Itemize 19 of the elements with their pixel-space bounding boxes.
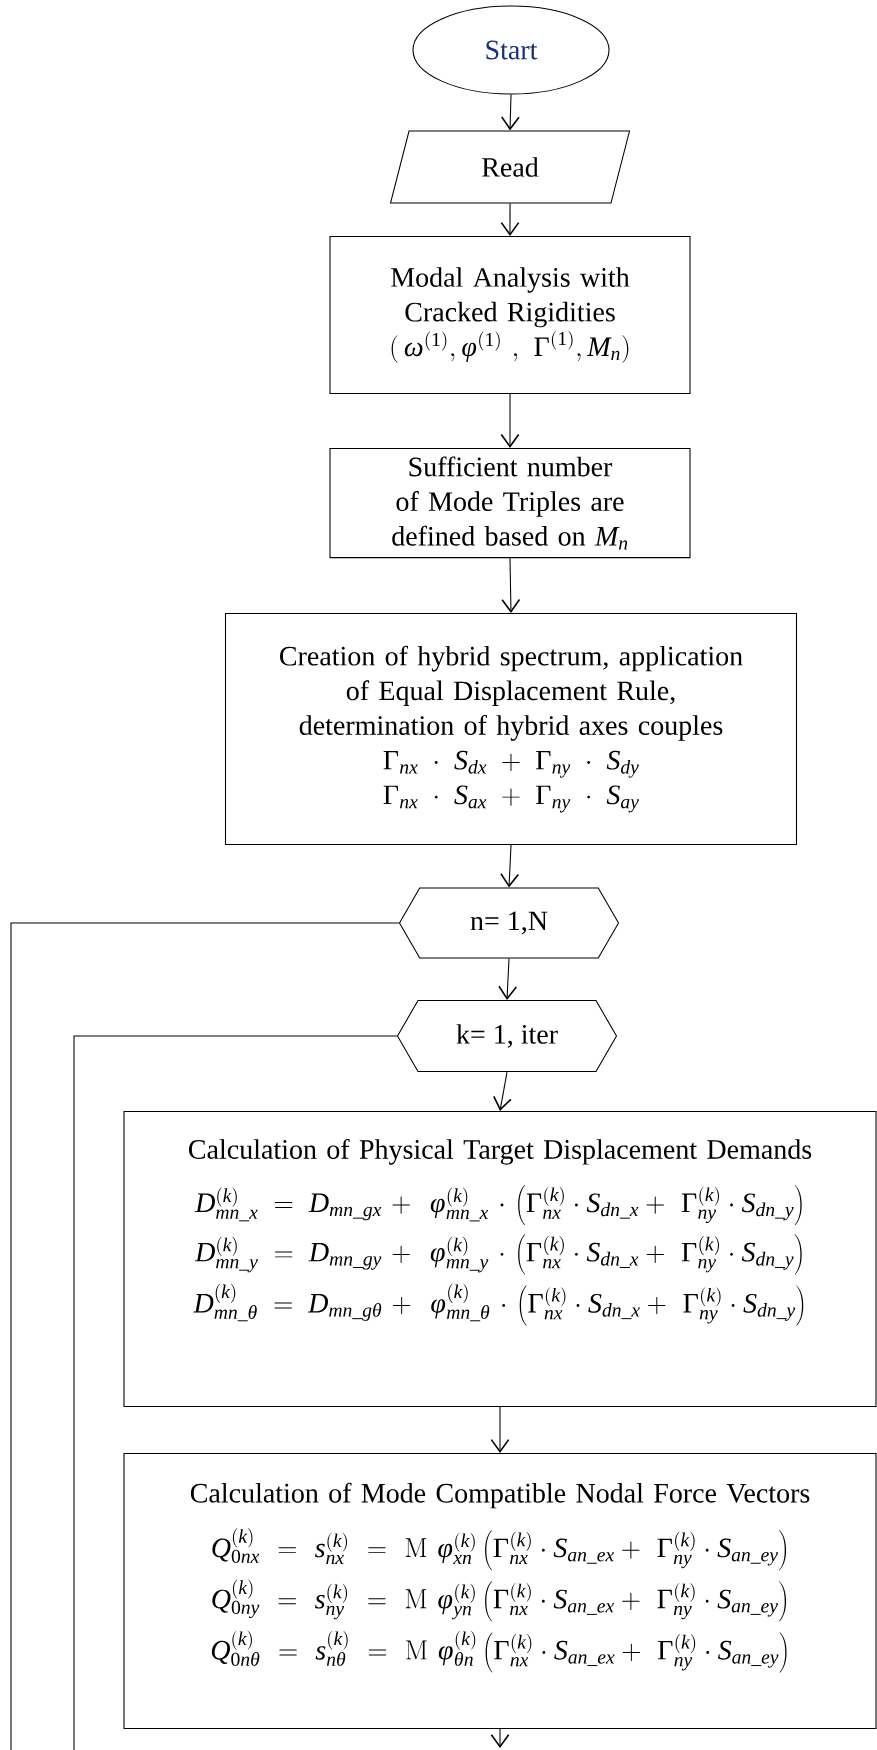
process-box: Sufficient number of Mode Triples are defined based on $M_n$: [329, 447, 691, 559]
process-box: Creation of hybrid spectrum, application of Equal Displacement Rule, determination of hybrid axes couples $\Gamma_{nx}\cdot S_{dx}+\Gamma_{ny}\cdot S_{dy}$ $\Gamma_{nx}\cdot S_{ax}+\Gamma_{ny}\cdot S_{ay}$: [224, 612, 798, 846]
arrow: [490, 1406, 510, 1453]
arrow: [501, 557, 521, 613]
process-box: Calculation of Mode Compatible Nodal Force Vectors $Q^{(k)}_{0nx}=s^{(k)}_{nx}=\mathrm{M}\ \phi^{(k)}_{xn}\left(\Gamma^{(k)}_{nx}\cdot S_{an\_ex}+\ \Gamma^{(k)}_{ny}\cdot S_{an\_ey}\right)$ $Q^{(k)}_{0ny}=s^{(k)}_{ny}=\mathrm{M}\ \phi^{(k)}_{yn}\left(\Gamma^{(k)}_{nx}\cdot S_{an\_ex}+\ \Gamma^{(k)}_{ny}\cdot S_{an\_ey}\right)$ $Q^{(k)}_{0n\theta}=s^{(k)}_{n\theta}=\mathrm{M}\ \phi^{(k)}_{\theta n}\left(\Gamma^{(k)}_{nx}\cdot S_{an\_ex}+\ \Gamma^{(k)}_{ny}\cdot S_{an\_ey}\right)$: [123, 1452, 877, 1730]
arrow: [500, 203, 520, 236]
arrow: [493, 1071, 512, 1111]
loop-hexagon: k= 1, iter: [396, 1000, 618, 1073]
loop-line: [10, 922, 400, 1750]
loop-line: [73, 1035, 398, 1750]
process-box: Modal Analysis with Cracked Rigidities $(\,\omega^{(1)},\phi^{(1)}\ ,\ \Gamma^{(1)},M_n)$: [329, 236, 691, 395]
arrow: [500, 393, 520, 448]
arrow: [500, 844, 520, 888]
arrow: [498, 958, 518, 1000]
loop-hexagon: n= 1,N: [398, 887, 620, 959]
input-parallelogram: Read: [389, 130, 631, 204]
process-box: Calculation of Physical Target Displacement Demands $D^{(k)}_{mn\_x}=D_{mn\_gx}+\ \phi^{(k)}_{mn\_x}\cdot\left(\Gamma^{(k)}_{nx}\cdot S_{dn\_x}+\ \Gamma^{(k)}_{ny}\cdot S_{dn\_y}\right)$ $D^{(k)}_{mn\_y}=D_{mn\_gy}+\ \phi^{(k)}_{mn\_y}\cdot\left(\Gamma^{(k)}_{nx}\cdot S_{dn\_x}+\ \Gamma^{(k)}_{ny}\cdot S_{dn\_y}\right)$ $D^{(k)}_{mn\_\theta}=D_{mn\_g\theta}+\ \phi^{(k)}_{mn\_\theta}\cdot\left(\Gamma^{(k)}_{nx}\cdot S_{dn\_x}+\ \Gamma^{(k)}_{ny}\cdot S_{dn\_y}\right)$: [123, 1110, 877, 1408]
start-terminal: Start: [412, 5, 610, 95]
arrow: [500, 94, 520, 131]
